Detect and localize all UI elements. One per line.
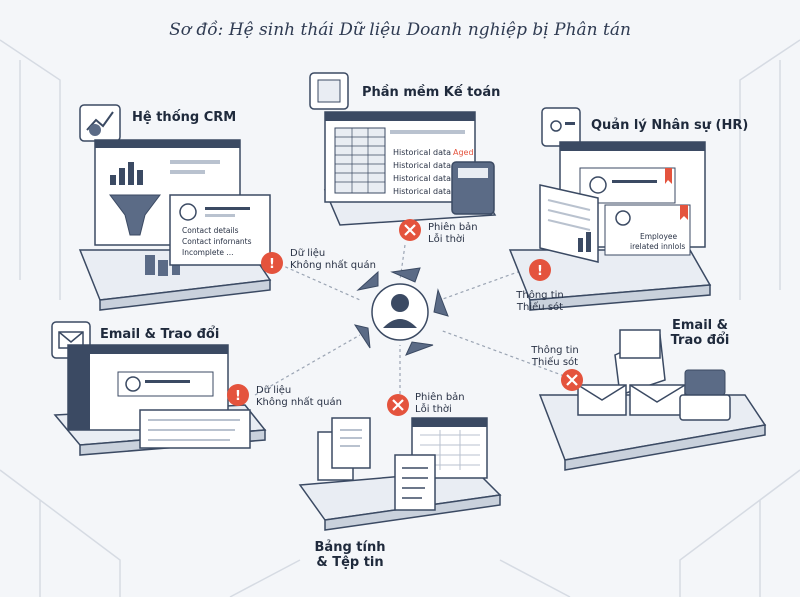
email-right-label-line1: Email & xyxy=(672,318,728,333)
issue-line: Lỗi thời xyxy=(428,234,465,245)
accounting-row: Historical data xyxy=(393,174,452,183)
crm-card-line: Incomplete ... xyxy=(182,248,234,257)
warning-icon-crm: ! xyxy=(261,252,283,274)
accounting-row: Historical data xyxy=(393,148,452,157)
warning-icon-hr: ! xyxy=(529,259,551,281)
hr-card-line: Employee xyxy=(640,232,678,241)
error-x-icon-sheets xyxy=(387,394,409,416)
accounting-label: Phần mềm Kế toán xyxy=(362,85,501,100)
svg-text:!: ! xyxy=(269,257,275,272)
hr-label: Quản lý Nhân sự (HR) xyxy=(591,118,749,133)
sheets-label-line1: Bảng tính xyxy=(314,540,386,555)
crm-card-line: Contact details xyxy=(182,226,239,235)
hr-platform xyxy=(508,249,712,311)
email-right-label: Email & Trao đổi xyxy=(640,318,760,348)
crm-contact-card xyxy=(169,194,271,266)
calculator-icon xyxy=(309,72,349,110)
email-left-window xyxy=(67,344,251,449)
accounting-row: Historical data xyxy=(393,161,452,170)
crm-label: Hệ thống CRM xyxy=(132,110,237,125)
issue-line: Lỗi thời xyxy=(415,404,452,415)
issue-line: Phiên bản xyxy=(415,392,465,403)
crm-icon xyxy=(79,104,121,142)
accounting-row: Historical data xyxy=(393,187,452,196)
hr-window xyxy=(539,141,706,263)
user-hub-icon xyxy=(353,267,449,356)
issue-line: Thông tin xyxy=(516,290,564,301)
issue-line: Không nhất quán xyxy=(256,397,342,408)
issue-line: Dữ liệu xyxy=(256,385,292,396)
calculator-device xyxy=(451,161,495,215)
error-x-icon-accounting xyxy=(399,219,421,241)
email-right-label-line2: Trao đổi xyxy=(670,333,730,348)
accounting-aged-tag: Aged xyxy=(453,148,474,157)
issue-line: Dữ liệu xyxy=(290,248,326,259)
id-badge-icon xyxy=(541,107,581,147)
error-x-icon-email-right xyxy=(561,369,583,391)
sheets-label: Bảng tính & Tệp tin xyxy=(290,540,410,570)
background-lines xyxy=(0,39,800,597)
email-left-label: Email & Trao đổi xyxy=(100,327,220,342)
issue-line: Thông tin xyxy=(531,345,579,356)
sheets-files xyxy=(317,417,488,511)
crm-card-line: Contact infornants xyxy=(182,237,252,246)
svg-text:!: ! xyxy=(235,389,241,404)
diagram-title: Sơ đồ: Hệ sinh thái Dữ liệu Doanh nghiệp… xyxy=(169,20,631,40)
email-right-envelopes xyxy=(577,329,731,421)
issue-line: Không nhất quán xyxy=(290,260,376,271)
issue-line: Phiên bản xyxy=(428,222,478,233)
accounting-window xyxy=(324,111,476,203)
sheets-label-line2: & Tệp tin xyxy=(316,555,384,570)
hr-card-line: irelated innlols xyxy=(630,242,686,251)
issue-line: Thiếu sót xyxy=(516,302,564,313)
warning-icon-email-left: ! xyxy=(227,384,249,406)
issue-line: Thiếu sót xyxy=(531,357,579,368)
svg-text:!: ! xyxy=(537,264,543,279)
